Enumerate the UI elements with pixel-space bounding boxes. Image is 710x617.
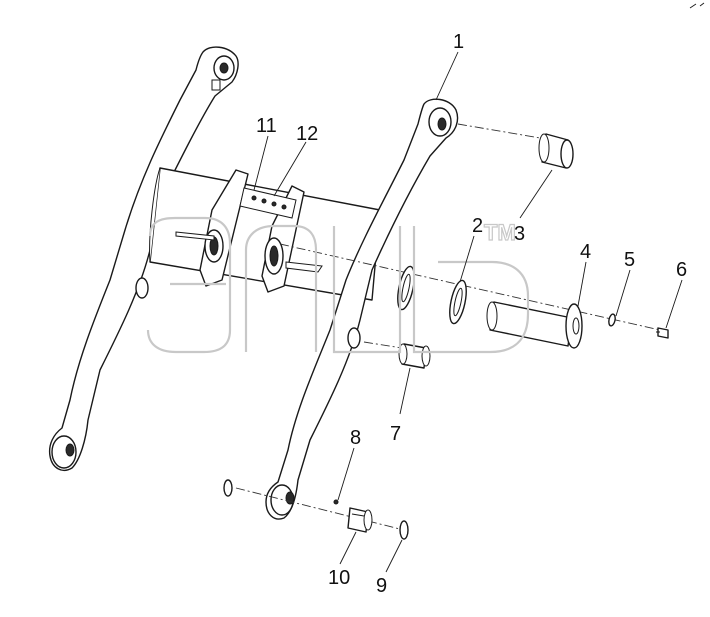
watermark-tm: TM [484,220,516,245]
callout-2: 2 [472,215,483,237]
snap-ring-5 [608,313,616,327]
bushing-3 [538,133,574,169]
callout-9: 9 [376,575,387,597]
bolt-6 [656,327,669,339]
grease-fitting-8 [333,499,339,505]
bushing-10 [347,507,373,533]
left-lift-arm [48,46,239,472]
washer-left [223,479,233,497]
callout-3: 3 [514,223,525,245]
leader-lines [253,51,683,573]
corner-mark [689,2,705,9]
callout-6: 6 [676,259,687,281]
shims-2 [397,265,467,325]
pin-4 [486,301,583,349]
callout-5: 5 [624,249,635,271]
watermark-logo: TM [146,216,530,354]
snap-ring-9 [399,520,409,540]
mounting-brackets [175,169,323,293]
callout-11: 11 [256,115,277,137]
callout-1: 1 [453,31,464,53]
callout-4: 4 [580,241,591,263]
callout-7: 7 [390,423,401,445]
callout-8: 8 [350,427,361,449]
right-lift-arm [265,98,459,520]
callout-labels: 1 2 3 4 5 6 7 8 9 10 11 12 [256,31,687,597]
callout-10: 10 [328,567,350,589]
assembly-axes [235,123,661,531]
callout-12: 12 [296,123,318,145]
